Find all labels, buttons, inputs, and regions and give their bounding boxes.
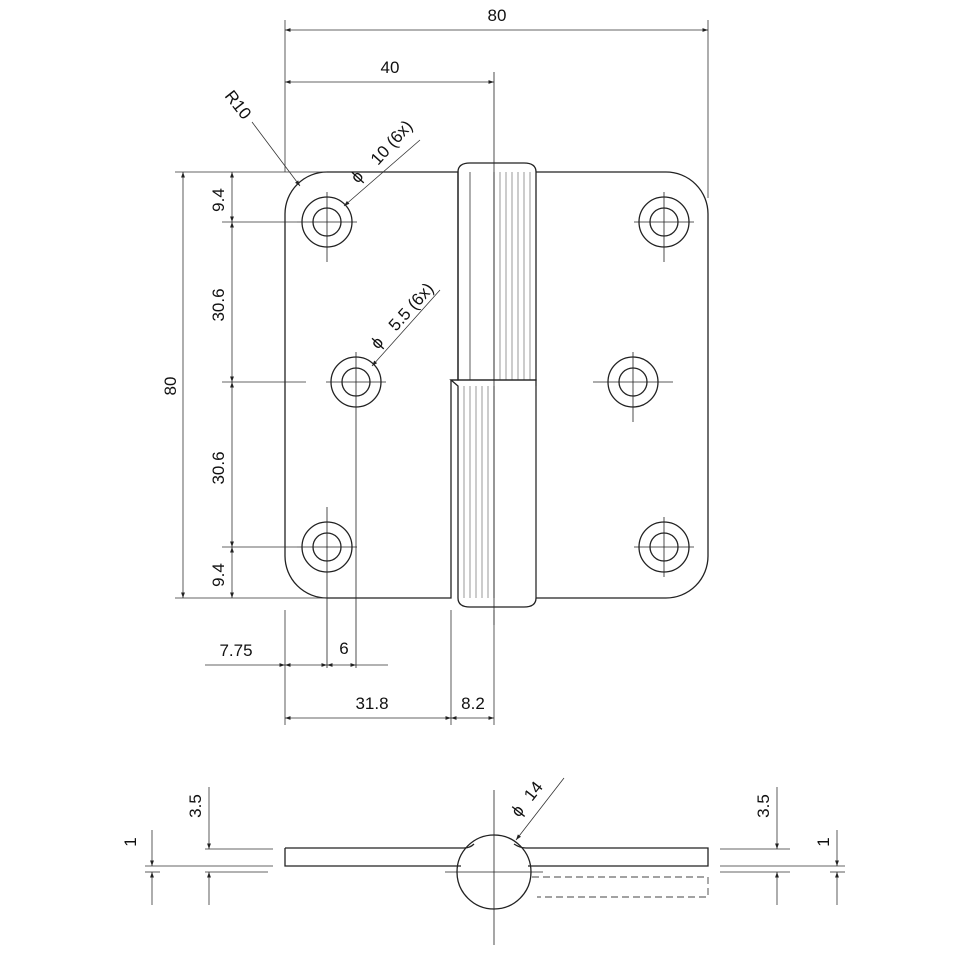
large-hole-diameter-symbol: ϕ bbox=[347, 167, 367, 187]
corner-radius-label: R10 bbox=[221, 87, 255, 123]
side-view: ϕ 14 3.5 1 3.5 1 bbox=[121, 777, 845, 945]
side-right-leaf bbox=[513, 843, 709, 867]
screw-hole-left-top bbox=[297, 192, 357, 262]
side-right-dimensions: 3.5 1 bbox=[720, 787, 845, 905]
dimension-bottom: 7.75 6 31.8 8.2 bbox=[205, 610, 495, 725]
knuckle-half-width-label: 8.2 bbox=[461, 694, 485, 713]
overall-width-label: 80 bbox=[488, 6, 507, 25]
left-leaf-offset-label: 3.5 bbox=[186, 794, 205, 818]
bottom-edge-distance-label: 9.4 bbox=[209, 563, 228, 587]
edge-to-hole-x-label: 7.75 bbox=[219, 641, 252, 660]
small-hole-callout: ϕ 5.5 (6x) bbox=[367, 279, 441, 367]
overall-height-label: 80 bbox=[161, 377, 180, 396]
upper-pitch-label: 30.6 bbox=[209, 288, 228, 321]
screw-hole-left-bottom bbox=[297, 507, 357, 577]
lower-pitch-label: 30.6 bbox=[209, 451, 228, 484]
left-leaf-outline bbox=[284, 171, 459, 599]
pin-diameter-callout: ϕ 14 bbox=[507, 777, 565, 841]
corner-radius-callout: R10 bbox=[221, 87, 301, 187]
screw-hole-right-bottom bbox=[634, 517, 694, 577]
screw-hole-right-middle bbox=[593, 352, 673, 422]
side-hidden-leaf bbox=[532, 876, 709, 898]
dimension-half-width: 40 bbox=[285, 58, 494, 84]
side-left-dimensions: 3.5 1 bbox=[121, 787, 273, 905]
half-width-label: 40 bbox=[381, 58, 400, 77]
right-leaf-outline bbox=[536, 171, 709, 599]
upper-knuckle bbox=[457, 162, 537, 381]
leaf-width-label: 31.8 bbox=[355, 694, 388, 713]
small-hole-diameter-symbol: ϕ bbox=[367, 333, 387, 353]
dimension-overall-height: 80 bbox=[161, 171, 327, 599]
top-edge-distance-label: 9.4 bbox=[209, 188, 228, 212]
side-left-leaf bbox=[284, 843, 475, 867]
lower-knuckle bbox=[449, 379, 537, 608]
pin-diameter-label: 14 bbox=[520, 778, 547, 805]
screw-hole-right-top bbox=[634, 192, 694, 262]
small-hole-note: 5.5 (6x) bbox=[385, 279, 438, 335]
dimension-overall-width: 80 bbox=[284, 6, 709, 198]
dimension-hole-spacing: 9.4 30.6 30.6 9.4 bbox=[209, 172, 306, 598]
pin-diameter-symbol: ϕ bbox=[507, 801, 528, 820]
right-leaf-thickness-label: 1 bbox=[814, 837, 833, 846]
right-leaf-offset-label: 3.5 bbox=[754, 794, 773, 818]
large-hole-note: 10 (6x) bbox=[367, 117, 417, 169]
left-leaf-thickness-label: 1 bbox=[121, 837, 140, 846]
hole-offset-label: 6 bbox=[339, 639, 348, 658]
screw-hole-left-middle bbox=[326, 352, 386, 412]
plan-view: 80 40 R10 ϕ 10 (6x) ϕ 5.5 (6x) 80 bbox=[161, 6, 709, 725]
large-hole-callout: ϕ 10 (6x) bbox=[343, 117, 421, 207]
